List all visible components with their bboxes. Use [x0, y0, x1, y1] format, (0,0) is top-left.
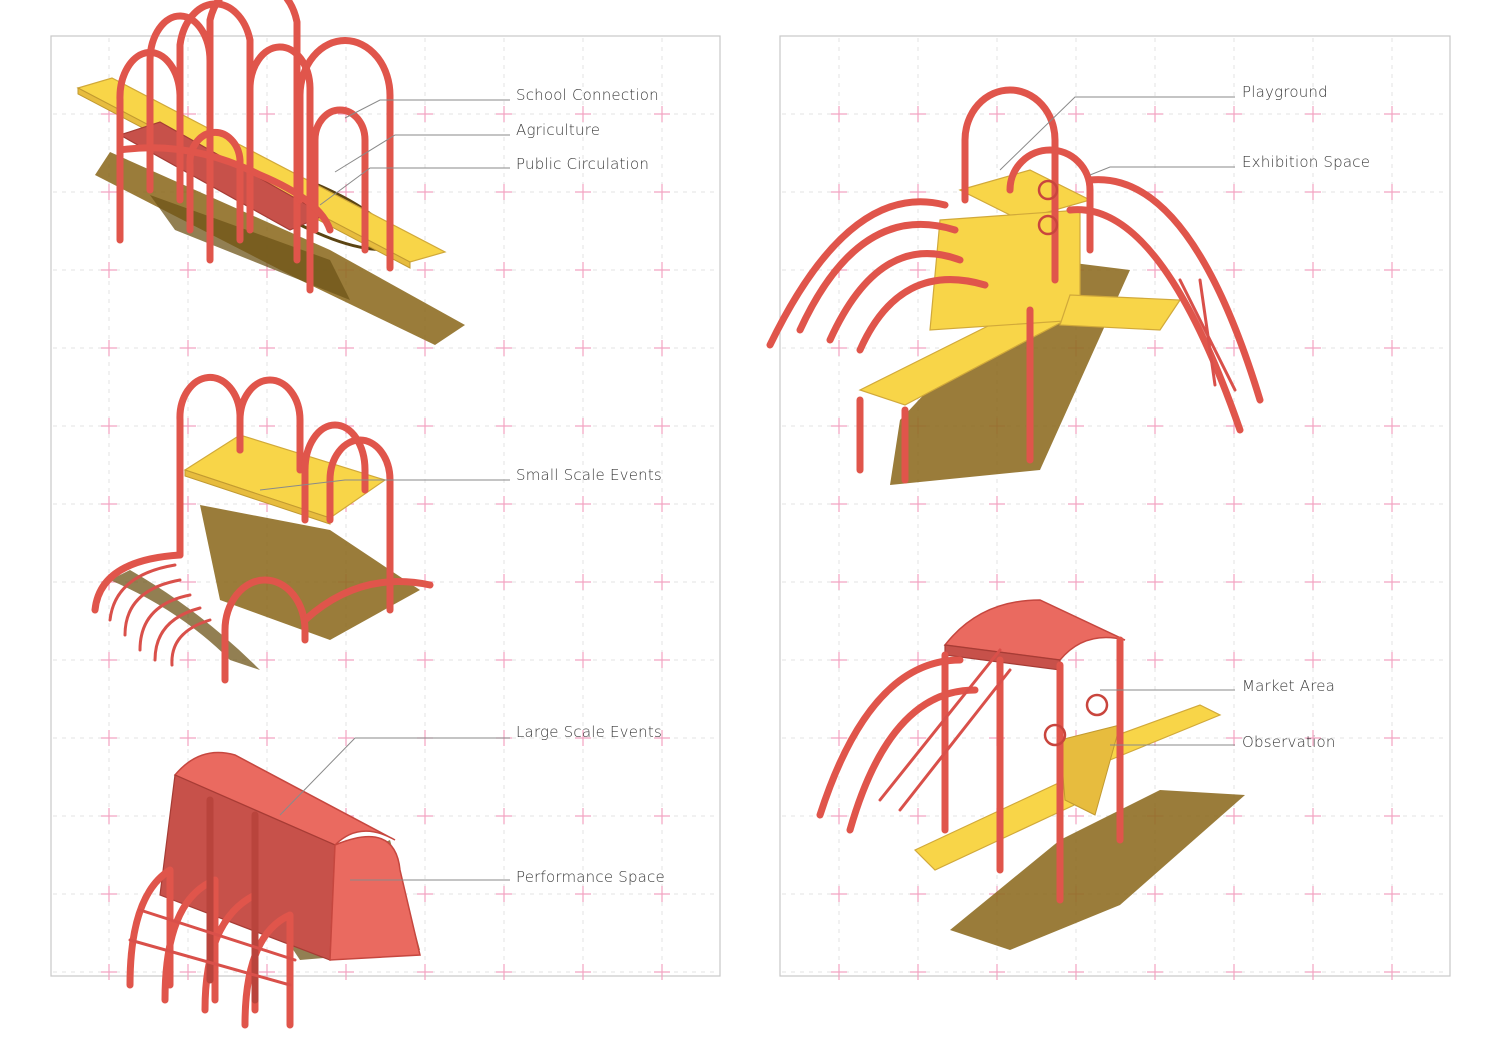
label-school-connection: School Connection [516, 86, 659, 104]
label-large-scale-events: Large Scale Events [516, 723, 662, 741]
label-playground: Playground [1242, 83, 1328, 101]
model4-deck-side [1060, 295, 1180, 330]
label-agriculture: Agriculture [516, 121, 600, 139]
label-exhibition-space: Exhibition Space [1242, 153, 1370, 171]
label-small-scale-events: Small Scale Events [516, 466, 662, 484]
label-market-area: Market Area [1242, 677, 1335, 695]
label-public-circulation: Public Circulation [516, 155, 649, 173]
label-performance-space: Performance Space [516, 868, 665, 886]
label-observation: Observation [1242, 733, 1336, 751]
